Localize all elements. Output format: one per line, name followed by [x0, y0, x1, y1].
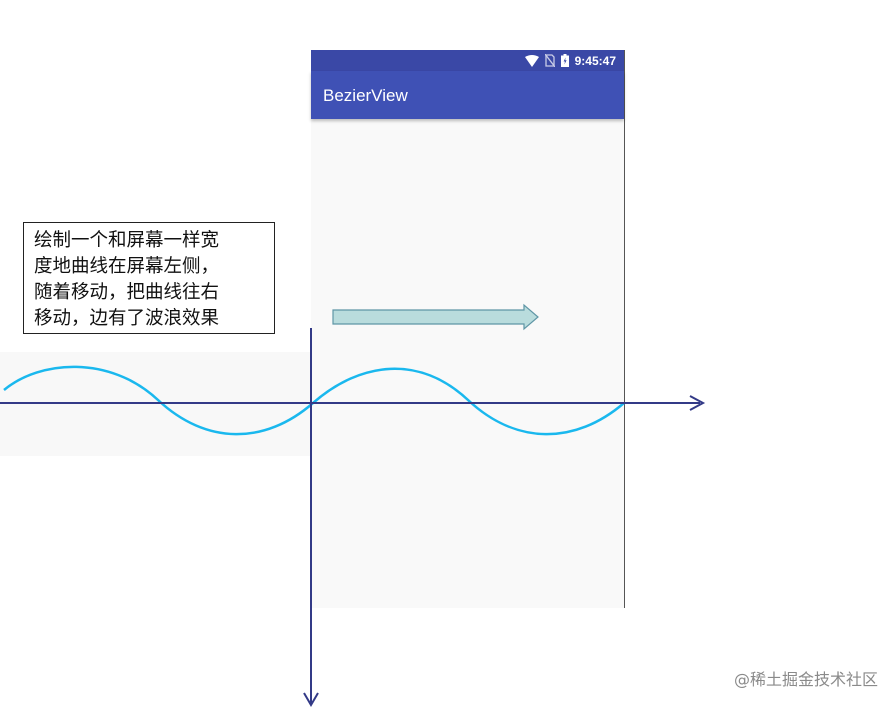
app-title: BezierView	[323, 86, 408, 105]
status-icons: 9:45:47	[524, 53, 616, 68]
status-bar: 9:45:47	[311, 50, 624, 71]
move-right-arrow	[332, 303, 539, 331]
watermark: @稀土掘金技术社区	[733, 670, 878, 689]
status-time: 9:45:47	[574, 53, 616, 68]
y-axis-arrowhead	[303, 692, 319, 707]
phone-screen: 9:45:47 BezierView	[311, 50, 625, 608]
annotation-box: 绘制一个和屏幕一样宽 度地曲线在屏幕左侧， 随着移动，把曲线往右 移动，边有了波…	[23, 222, 275, 334]
app-bar: BezierView	[311, 71, 624, 119]
sine-wave	[3, 365, 625, 436]
annotation-line: 度地曲线在屏幕左侧，	[34, 256, 220, 277]
no-sim-icon	[544, 54, 555, 67]
x-axis-arrowhead	[689, 395, 706, 411]
wifi-icon	[524, 54, 539, 67]
annotation-line: 随着移动，把曲线往右	[34, 282, 220, 303]
annotation-line: 绘制一个和屏幕一样宽	[34, 230, 220, 251]
battery-icon	[560, 54, 569, 67]
annotation-line: 移动，边有了波浪效果	[34, 308, 220, 329]
